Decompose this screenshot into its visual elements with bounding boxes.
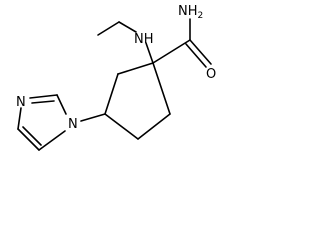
atom-label-o: O [206, 67, 216, 82]
bond-carbonyl-o-1 [189, 39, 212, 65]
atom-labels: NH2 NH O N N [16, 4, 216, 132]
bond-ring-4 [137, 113, 171, 140]
bond-imid-c2-n3-2 [31, 100, 55, 104]
chemical-structure: NH2 NH O N N [16, 4, 216, 151]
bond-nh-c1 [145, 42, 154, 64]
bond-carbonyl-o-2 [185, 43, 207, 68]
atom-label-nh2: NH2 [178, 4, 203, 21]
bond-ch2-nh [118, 21, 137, 33]
bond-imid-c4-c5-2 [22, 126, 42, 146]
bond-ring-5 [152, 62, 171, 115]
bonds [17, 18, 212, 151]
atom-label-nh: NH [134, 32, 154, 47]
bond-imid-n3-c4 [17, 107, 22, 130]
bond-ring-2 [104, 73, 119, 115]
bond-imid-n1-c2 [56, 94, 67, 115]
bond-imid-c5-n1 [38, 130, 66, 151]
bond-imid-c4-c5-1 [17, 128, 40, 151]
bond-imid-c2-n3-1 [29, 94, 58, 99]
bond-ring-3 [104, 113, 139, 140]
bond-ring-1 [117, 62, 154, 75]
atom-label-n-imidazole-3: N [16, 95, 26, 110]
bond-ch3-ch2 [97, 21, 120, 36]
atom-label-n-imidazole-1: N [68, 117, 78, 132]
bond-c1-carbonyl [152, 39, 191, 64]
bond-ring-n1 [80, 113, 106, 122]
